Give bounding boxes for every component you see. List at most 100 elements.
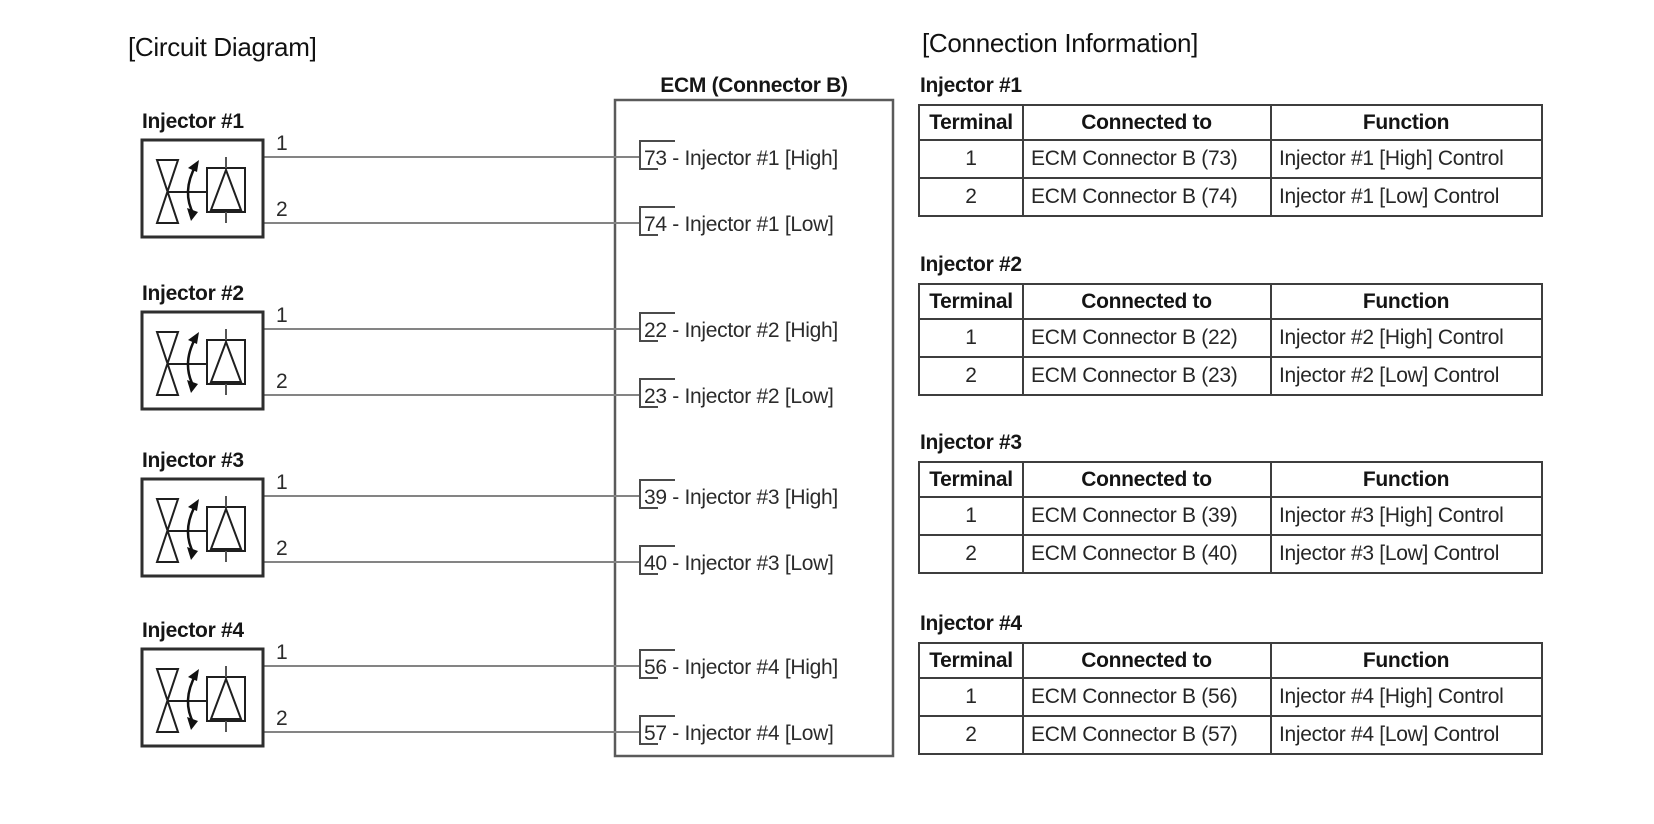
terminal-cell: 1 (918, 677, 1024, 717)
valve-hourglass-icon (155, 668, 180, 733)
arrowhead-down (187, 547, 198, 560)
connected-to-cell: ECM Connector B (39) (1022, 496, 1272, 536)
pin-bracket-icon (639, 545, 675, 575)
injector-label: Injector #4 (142, 619, 244, 642)
connection-group-injector-2: Injector #2 Terminal Connected to Functi… (918, 253, 1543, 396)
col-header-terminal: Terminal (918, 642, 1024, 679)
function-cell: Injector #4 [Low] Control (1270, 715, 1543, 755)
terminal-2-label: 2 (276, 707, 287, 730)
connection-group-title: Injector #2 (920, 253, 1022, 276)
injector-2-symbol: Injector #2 1 2 22 - Injector #2 [High] … (140, 282, 838, 411)
col-header-terminal: Terminal (918, 283, 1024, 320)
function-cell: Injector #2 [Low] Control (1270, 356, 1543, 396)
terminal-2-label: 2 (276, 370, 287, 393)
terminal-1-label: 1 (276, 471, 287, 494)
injector-label: Injector #2 (142, 282, 244, 305)
valve-hourglass-icon (155, 498, 180, 563)
connected-to-cell: ECM Connector B (73) (1022, 139, 1272, 179)
solenoid-triangle-icon (209, 676, 243, 720)
solenoid-triangle-icon (209, 506, 243, 550)
injector-label: Injector #3 (142, 449, 244, 472)
connected-to-cell: ECM Connector B (22) (1022, 318, 1272, 358)
pin-high-label: 56 - Injector #4 [High] (644, 656, 838, 679)
connection-group-title: Injector #3 (920, 431, 1022, 454)
col-header-function: Function (1270, 642, 1543, 679)
function-cell: Injector #4 [High] Control (1270, 677, 1543, 717)
terminal-cell: 2 (918, 715, 1024, 755)
table-header-row: Terminal Connected to Function (918, 461, 1543, 498)
table-row: 2 ECM Connector B (57) Injector #4 [Low]… (918, 715, 1543, 755)
table-row: 2 ECM Connector B (40) Injector #3 [Low]… (918, 534, 1543, 574)
function-cell: Injector #1 [Low] Control (1270, 177, 1543, 217)
ecm-box (613, 98, 895, 758)
arrowhead-down (187, 717, 198, 730)
pin-bracket-icon (639, 479, 675, 509)
connection-table: Terminal Connected to Function 1 ECM Con… (918, 642, 1543, 755)
pin-high-label: 22 - Injector #2 [High] (644, 319, 838, 342)
connected-to-cell: ECM Connector B (74) (1022, 177, 1272, 217)
terminal-1-label: 1 (276, 641, 287, 664)
function-cell: Injector #2 [High] Control (1270, 318, 1543, 358)
pin-bracket-icon (639, 378, 675, 408)
table-row: 1 ECM Connector B (73) Injector #1 [High… (918, 139, 1543, 179)
pin-bracket-icon (639, 715, 675, 745)
table-header-row: Terminal Connected to Function (918, 104, 1543, 141)
valve-hourglass-icon (155, 159, 180, 224)
table-row: 2 ECM Connector B (74) Injector #1 [Low]… (918, 177, 1543, 217)
terminal-1-label: 1 (276, 304, 287, 327)
table-row: 1 ECM Connector B (56) Injector #4 [High… (918, 677, 1543, 717)
pin-high-label: 39 - Injector #3 [High] (644, 486, 838, 509)
col-header-connected-to: Connected to (1022, 642, 1272, 679)
pin-bracket-icon (639, 140, 675, 170)
terminal-cell: 2 (918, 534, 1024, 574)
terminal-cell: 2 (918, 177, 1024, 217)
col-header-function: Function (1270, 104, 1543, 141)
col-header-function: Function (1270, 283, 1543, 320)
arrowhead-down (187, 380, 198, 393)
connection-table: Terminal Connected to Function 1 ECM Con… (918, 283, 1543, 396)
pin-low-label: 23 - Injector #2 [Low] (644, 385, 834, 408)
pin-low-label: 57 - Injector #4 [Low] (644, 722, 834, 745)
col-header-function: Function (1270, 461, 1543, 498)
terminal-cell: 1 (918, 139, 1024, 179)
connection-table: Terminal Connected to Function 1 ECM Con… (918, 104, 1543, 217)
terminal-cell: 1 (918, 496, 1024, 536)
connection-information-title: [Connection Information] (922, 28, 1199, 58)
arrowhead-up (188, 499, 199, 511)
solenoid-triangle-icon (209, 339, 243, 383)
connected-to-cell: ECM Connector B (57) (1022, 715, 1272, 755)
terminal-cell: 1 (918, 318, 1024, 358)
connection-group-injector-1: Injector #1 Terminal Connected to Functi… (918, 74, 1543, 217)
ecm-connector-label: ECM (Connector B) (660, 74, 847, 97)
circuit-diagram: ECM (Connector B) Injector #1 1 2 73 - I… (140, 74, 895, 758)
connection-group-title: Injector #1 (920, 74, 1022, 97)
col-header-terminal: Terminal (918, 461, 1024, 498)
pin-bracket-icon (639, 206, 675, 236)
col-header-connected-to: Connected to (1022, 461, 1272, 498)
solenoid-triangle-icon (209, 167, 243, 211)
pin-high-label: 73 - Injector #1 [High] (644, 147, 838, 170)
function-cell: Injector #1 [High] Control (1270, 139, 1543, 179)
terminal-2-label: 2 (276, 198, 287, 221)
valve-hourglass-icon (155, 331, 180, 396)
injector-3-symbol: Injector #3 1 2 39 - Injector #3 [High] … (140, 449, 838, 578)
pin-low-label: 40 - Injector #3 [Low] (644, 552, 834, 575)
pin-bracket-icon (639, 649, 675, 679)
connected-to-cell: ECM Connector B (56) (1022, 677, 1272, 717)
arrowhead-up (188, 669, 199, 681)
table-header-row: Terminal Connected to Function (918, 283, 1543, 320)
function-cell: Injector #3 [High] Control (1270, 496, 1543, 536)
injector-1-symbol: Injector #1 1 2 73 - Injector #1 [High] … (140, 110, 838, 239)
arrowhead-up (188, 332, 199, 344)
connection-group-injector-4: Injector #4 Terminal Connected to Functi… (918, 612, 1543, 755)
connected-to-cell: ECM Connector B (23) (1022, 356, 1272, 396)
connected-to-cell: ECM Connector B (40) (1022, 534, 1272, 574)
table-row: 2 ECM Connector B (23) Injector #2 [Low]… (918, 356, 1543, 396)
terminal-2-label: 2 (276, 537, 287, 560)
function-cell: Injector #3 [Low] Control (1270, 534, 1543, 574)
pin-low-label: 74 - Injector #1 [Low] (644, 213, 834, 236)
col-header-terminal: Terminal (918, 104, 1024, 141)
table-row: 1 ECM Connector B (22) Injector #2 [High… (918, 318, 1543, 358)
col-header-connected-to: Connected to (1022, 283, 1272, 320)
table-header-row: Terminal Connected to Function (918, 642, 1543, 679)
